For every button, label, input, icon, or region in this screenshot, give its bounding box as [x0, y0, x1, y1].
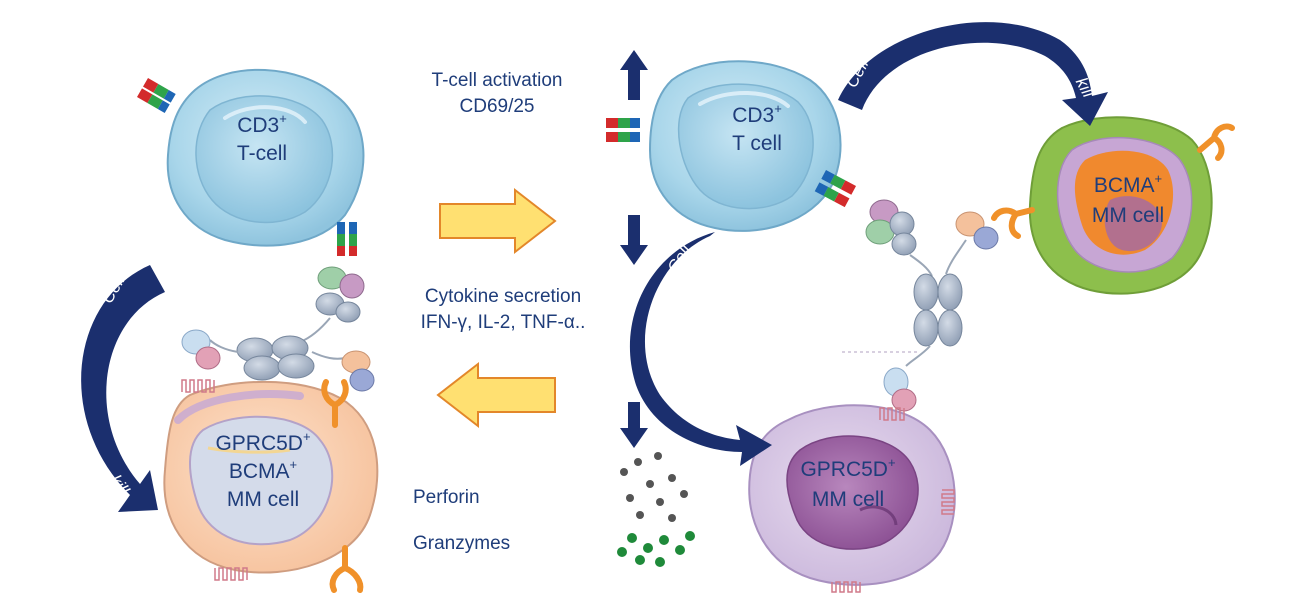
gprc5d-receptor-right-bottom: [831, 581, 861, 593]
left-t-cell-label-line2: T-cell: [237, 142, 287, 165]
activation-label-line2: CD69/25: [460, 96, 535, 117]
granzyme-particles: [617, 531, 695, 567]
gprc5d-receptor-right-side: [941, 489, 955, 515]
trispecific-antibody-right: [865, 199, 999, 412]
gprc5d-receptor-right-top: [879, 407, 905, 421]
bispecific-antibody-left: [181, 266, 375, 392]
block-arrow-right: [439, 187, 557, 255]
cd3-receptor-right: [814, 170, 857, 208]
block-arrow-left: [436, 361, 556, 429]
cell-kill-arrow-left: Cell kill: [81, 265, 165, 512]
tcr-receptor-left-top: [137, 78, 176, 114]
up-arrow-icon: [620, 50, 648, 100]
activation-label-line1: T-cell activation: [432, 70, 563, 91]
bcma-receptor-right-1: [1197, 123, 1235, 161]
bcma-receptor-left-1: [321, 379, 349, 428]
down-arrow-icon-top: [620, 215, 648, 265]
granzymes-label: Granzymes: [413, 533, 510, 554]
cell-kill-arrow-top: Cell kill: [838, 22, 1108, 126]
left-t-cell-label: CD3+: [237, 111, 287, 137]
right-t-cell-label-line2: T cell: [732, 132, 782, 155]
cytokine-label-line1: Cytokine secretion: [425, 286, 581, 307]
bcma-receptor-left-2: [329, 545, 364, 593]
cd3-receptor-left: [337, 222, 357, 256]
right-t-cell-label: CD3+: [732, 101, 782, 127]
right-t-cell: CD3+ T cell: [648, 60, 842, 232]
mixed-cell-line1: GPRC5D+: [215, 429, 310, 455]
left-t-cell: CD3+ T-cell: [166, 68, 365, 247]
cytokine-label-line2: IFN-γ, IL-2, TNF-α..: [421, 312, 586, 333]
perforin-particles: [620, 452, 688, 522]
gprc5d-bcma-mm-cell: GPRC5D+ BCMA+ MM cell: [163, 380, 379, 574]
gprc5d-mm-cell: GPRC5D+ MM cell: [748, 404, 956, 586]
gprc5d-receptor-left-bottom: [214, 567, 248, 581]
cell-kill-arrow-middle: Cell kill: [629, 232, 772, 466]
gprc5d-cell-label-line2: MM cell: [812, 488, 884, 511]
mixed-cell-line3: MM cell: [227, 488, 299, 511]
mixed-cell-line2: BCMA+: [229, 457, 297, 483]
bcma-cell-label-line2: MM cell: [1092, 204, 1164, 227]
down-arrow-icon-bottom: [620, 402, 648, 448]
gprc5d-receptor-left-top: [181, 379, 215, 393]
cell-kill-middle-word2: kill: [711, 407, 736, 430]
tcr-receptor-right-left: [606, 118, 640, 142]
bcma-cell-label: BCMA+: [1094, 171, 1162, 197]
gprc5d-cell-label: GPRC5D+: [800, 455, 895, 481]
bcma-receptor-right-2: [991, 207, 1035, 239]
bcma-mm-cell: BCMA+ MM cell: [1028, 116, 1213, 295]
perforin-label: Perforin: [413, 487, 480, 508]
